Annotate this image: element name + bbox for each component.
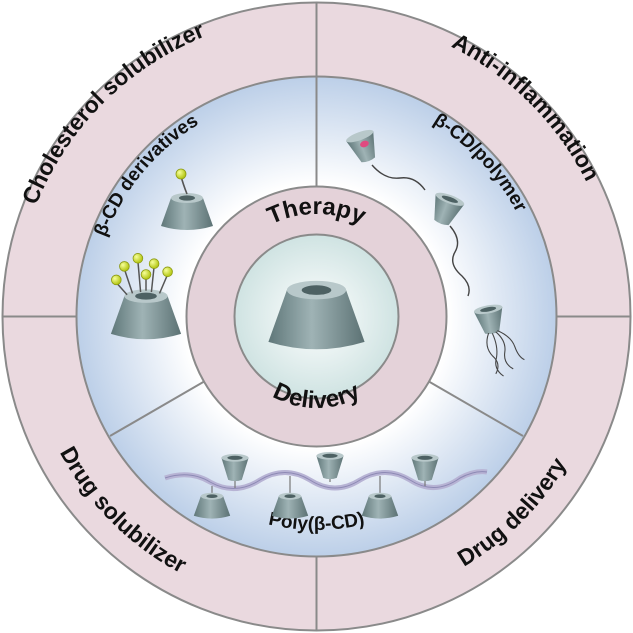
polymer-chain-1	[371, 164, 426, 191]
cone-multi-arm-icon	[110, 253, 182, 340]
cone-with-guest-icon	[346, 129, 376, 163]
outer-ring-dividers	[3, 3, 630, 630]
cone-multi-polymer-icon	[473, 302, 525, 377]
middle-ring-dividers	[109, 77, 524, 437]
polymer-chain-2	[449, 225, 470, 297]
poly-beta-cd-chain-icon	[164, 451, 488, 519]
cone-single-arm-icon	[161, 168, 213, 230]
